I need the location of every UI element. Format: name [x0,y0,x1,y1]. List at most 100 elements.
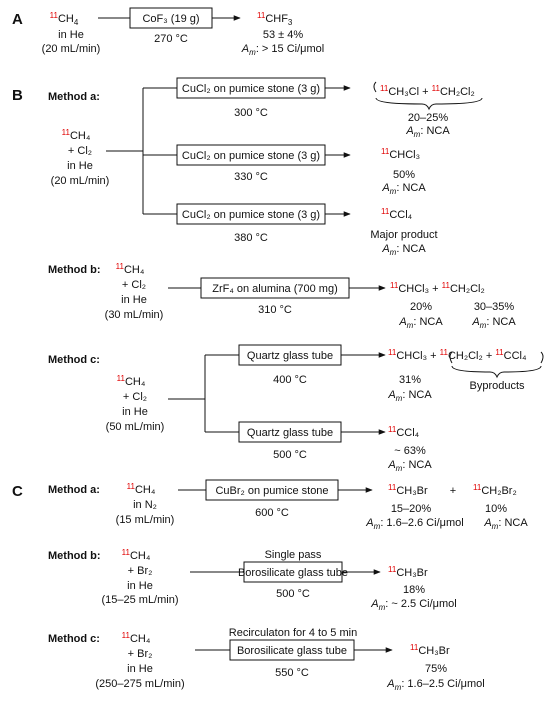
method-c-a-yield-a: 15–20% [391,503,432,515]
method-b-c-bracket-right [540,351,544,364]
method-c-a-label: Method a: [48,484,100,496]
method-b-b-box-label: ZrF₄ on alumina (700 mg) [212,283,338,295]
method-c-c-reactant-line1: 11CH₄ [122,631,151,645]
section-a-flow: (20 mL/min) [42,43,101,55]
section-a-reagent-box [129,7,213,29]
method-c-a-yield-b: 10% [485,503,507,515]
method-b-a-reactant-line2: + Cl₂ [68,145,92,157]
section-a-temperature: 270 °C [154,33,188,45]
method-b-c-am-2: Am: NCA [387,459,432,473]
method-b-c-am-1: Am: NCA [387,389,432,403]
method-b-a-flow: (20 mL/min) [51,175,110,187]
method-b-a-bracket-left [373,81,377,93]
method-b-c-reactant-line2: + Cl₂ [123,391,147,403]
method-b-b-yield-b: 30–35% [474,301,515,313]
method-c-a-box-label: CuBr₂ on pumice stone [215,485,328,497]
section-b: B Method a: 11CH₄ + Cl₂ in He (20 mL/min… [12,77,544,473]
method-c-a-am-a: Am: 1.6–2.6 Ci/μmol [365,517,463,531]
method-b-a-am-3: Am: NCA [381,243,426,257]
method-b-a-brace [375,97,483,111]
method-c-b-box-label: Borosilicate glass tube [238,567,348,579]
method-b-a-product-2: 11CHCl₃ [381,147,420,161]
method-b-c-product-2: 11CCl₄ [388,425,420,439]
method-c-c-product: 11CH₃Br [410,643,450,657]
method-c-a-product-b: 11CH₂Br₂ [473,483,517,497]
method-b-c-yield-2: ~ 63% [394,445,426,457]
method-b-c-box-2 [238,421,342,443]
method-c-a-am-b: Am: NCA [483,517,528,531]
method-c-c-reactant-line2: + Br₂ [128,648,153,660]
method-c-a-temp: 600 °C [255,507,289,519]
method-b-c-carrier: in He [122,406,148,418]
method-b-a-am-1: Am: NCA [405,125,450,139]
method-c-c-flow: (250–275 mL/min) [95,678,184,690]
method-b-c-byproducts-brace [451,365,542,379]
method-c-b-yield: 18% [403,584,425,596]
method-b-a-label: Method a: [48,91,100,103]
method-b-c-yield-1: 31% [399,374,421,386]
method-b-c-box-1-label: Quartz glass tube [247,350,333,362]
section-a-carrier: in He [58,29,84,41]
method-c-c-carrier: in He [127,663,153,675]
method-b-a-box-3 [176,203,326,225]
method-b-a-box-2 [176,144,326,166]
method-b-a-yield-3: Major product [370,229,437,241]
method-c-b-label: Method b: [48,550,101,562]
method-b-b-products: 11CHCl₃ + 11CH₂Cl₂ [390,281,485,295]
method-c-b-note: Single pass [265,549,322,561]
method-b-b-reactant-line1: 11CH₄ [116,262,145,276]
section-c: C Method a: 11CH₄ in N₂ (15 mL/min) CuBr… [12,479,528,692]
method-c-b-flow: (15–25 mL/min) [101,594,178,606]
method-c-b-am: Am: ~ 2.5 Ci/μmol [370,598,456,612]
method-b-c-label: Method c: [48,354,100,366]
method-b-c-box-2-label: Quartz glass tube [247,427,333,439]
method-c-a-reactant-line2: in N₂ [133,499,157,511]
method-b-c-box-1 [238,344,342,366]
method-b-a-temp-2: 330 °C [234,171,268,183]
method-c-a-box [205,479,339,501]
section-a-molar-activity: Am: > 15 Ci/μmol [241,43,324,57]
method-b-b-am-b: Am: NCA [471,316,516,330]
method-c-a-product-a: 11CH₃Br [388,483,428,497]
section-a-reactant: 11CH4 [50,11,79,27]
section-a-reagent-label: CoF₃ (19 g) [142,13,199,25]
method-b-a-box-2-label: CuCl₂ on pumice stone (3 g) [182,150,320,162]
method-b-a-box-1 [176,77,326,99]
method-b-a-product-3: 11CCl₄ [381,207,413,221]
method-b-c-flow: (50 mL/min) [106,421,165,433]
method-b-a-am-2: Am: NCA [381,182,426,196]
method-b-b-label: Method b: [48,264,101,276]
section-a-label: A [12,11,23,28]
method-b-a-box-1-label: CuCl₂ on pumice stone (3 g) [182,83,320,95]
method-b-b-flow: (30 mL/min) [105,309,164,321]
method-b-a-carrier: in He [67,160,93,172]
method-b-b-box [200,277,350,299]
method-b-a-yield-1: 20–25% [408,112,449,124]
method-c-c-box-label: Borosilicate glass tube [237,645,347,657]
method-c-c-am: Am: 1.6–2.5 Ci/μmol [386,678,484,692]
method-c-c-yield: 75% [425,663,447,675]
section-a: A 11CH4 in He (20 mL/min) CoF₃ (19 g) 27… [12,7,324,57]
method-b-b-reactant-line2: + Cl₂ [122,279,146,291]
section-a-product: 11CHF3 [257,11,293,27]
method-b-c-reactant-line1: 11CH₄ [117,374,146,388]
method-c-b-temp: 500 °C [276,588,310,600]
method-b-c-temp-2: 500 °C [273,449,307,461]
section-a-yield: 53 ± 4% [263,29,304,41]
method-c-c-note: Recirculaton for 4 to 5 min [229,627,357,639]
method-c-b-carrier: in He [127,580,153,592]
method-b-b-carrier: in He [121,294,147,306]
method-c-a-flow: (15 mL/min) [116,514,175,526]
method-b-a-reactant-line1: 11CH₄ [62,128,91,142]
method-b-c-byproducts-label: Byproducts [469,380,525,392]
method-b-b-am-a: Am: NCA [398,316,443,330]
method-b-c-bracket-left [449,351,453,364]
method-b-b-temp: 310 °C [258,304,292,316]
method-b-a-products-1: 11CH₃Cl + 11CH₂Cl₂ [380,84,475,98]
method-c-b-box [243,561,343,583]
method-b-c-products-1: 11CHCl₃ + 11CH₂Cl₂ + 11CCl₄ [388,348,527,362]
method-b-a-temp-3: 380 °C [234,232,268,244]
method-c-c-label: Method c: [48,633,100,645]
method-c-c-temp: 550 °C [275,667,309,679]
